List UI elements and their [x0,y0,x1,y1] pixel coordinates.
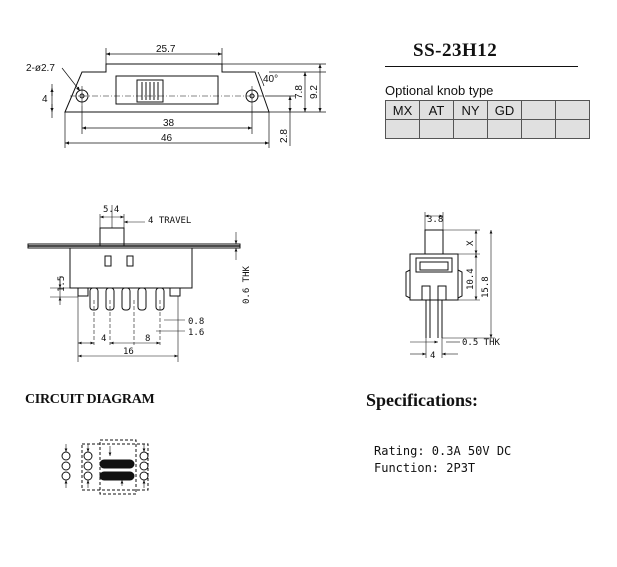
dim-1-6: 1.6 [188,328,204,338]
side-knob [99,227,125,247]
knob-cell [419,119,454,139]
part-number-title: SS-23H12 [413,40,498,61]
circuit-diagram-title: CIRCUIT DIAGRAM [25,392,155,407]
dim-38: 38 [163,118,175,129]
dim-5-4: 5.4 [103,205,119,215]
dim-hole: 2-ø2.7 [26,63,55,74]
dim-9-2: 9.2 [309,85,320,99]
dim-0-6-thk: 0.6 THK [242,265,252,304]
dim-angle: 40° [263,74,278,85]
knob-cell [521,119,556,139]
knob-cell: GD [487,100,522,120]
knob-row-2 [385,119,590,139]
shorting-bar-1 [99,459,135,469]
end-view [405,212,495,358]
knob-ridges [141,82,159,100]
pin-3 [121,287,131,311]
spec-rating: Rating: 0.3A 50V DC [374,444,512,458]
dim-15-8: 15.8 [481,276,491,298]
dim-7-8: 7.8 [294,85,305,99]
dim-4-height: 4 [42,94,48,105]
knob-cell: NY [453,100,488,120]
slider-slot [115,75,219,105]
knob-cell: MX [385,100,420,120]
dim-10-4: 10.4 [466,268,476,290]
spec-function: Function: 2P3T [374,461,476,475]
circuit-diagram [61,439,149,495]
dim-2-8: 2.8 [279,129,290,143]
side-view [27,205,241,362]
dim-0-8: 0.8 [188,317,204,327]
dim-25-7: 25.7 [156,44,176,55]
knob-type-caption: Optional knob type [385,83,494,98]
knob-cell [521,100,556,120]
dim-16: 16 [123,347,134,357]
top-view [50,48,326,148]
dim-1-5: 1.5 [57,276,67,292]
dim-8: 8 [145,334,150,344]
pin-4 [137,287,147,311]
knob-cell: AT [419,100,454,120]
side-body [69,247,193,289]
knob-cell [385,119,420,139]
knob-cell [555,100,590,120]
knob-cell [453,119,488,139]
dim-x: X [466,240,476,246]
title-underline [385,66,578,67]
knob-row-1: MX AT NY GD [385,100,590,120]
shorting-bar-2 [99,471,135,481]
dim-46: 46 [161,133,173,144]
dim-4-pitch: 4 [101,334,106,344]
specifications-title: Specifications: [366,390,478,410]
dim-3-8: 3.8 [427,215,443,225]
top-view-outline [64,63,270,113]
knob-cell [555,119,590,139]
end-knob [424,229,444,255]
dim-4-leg: 4 [430,351,435,361]
knob-type-table: MX AT NY GD [385,100,590,139]
knob [136,79,164,103]
dim-travel: 4 TRAVEL [148,216,191,226]
knob-cell [487,119,522,139]
dim-0-5-thk: 0.5 THK [462,338,501,348]
end-body [409,253,459,301]
